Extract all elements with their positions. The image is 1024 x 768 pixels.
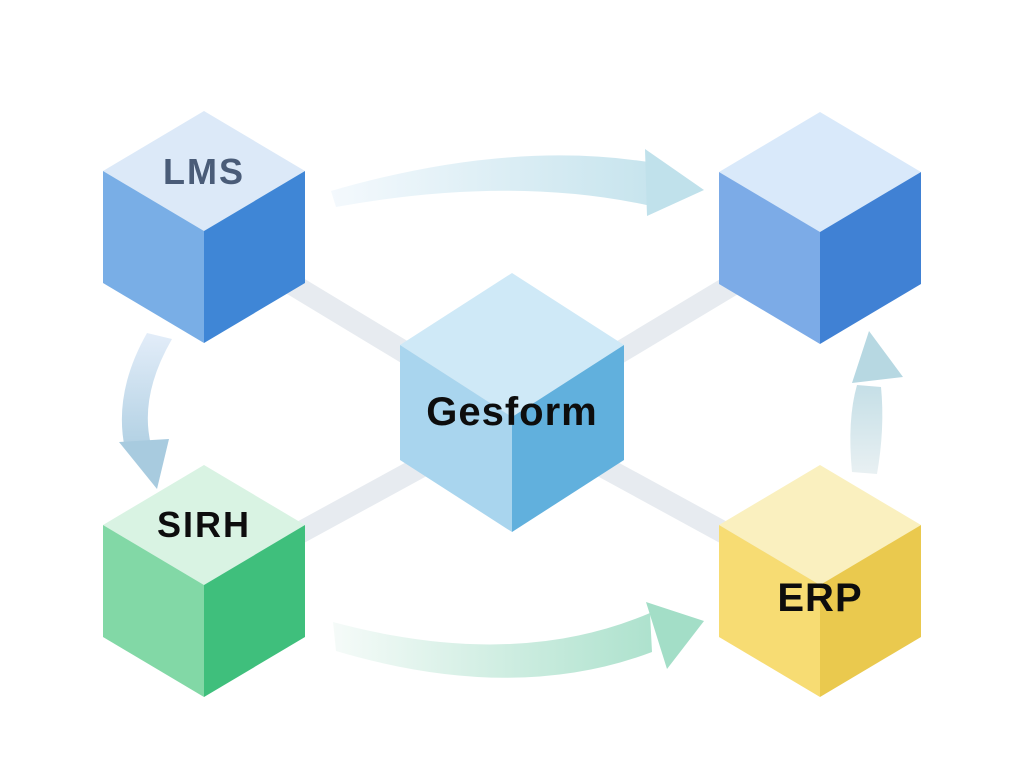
partner-cube-left-face xyxy=(719,172,820,344)
arrow-lms-to-sirh xyxy=(119,333,172,489)
sirh-cube-right-face xyxy=(204,525,305,697)
lms-cube-left-face xyxy=(103,171,204,343)
top-arrow-head-icon xyxy=(645,149,704,216)
gesform-cube-left-face xyxy=(400,345,512,532)
gesform-label: Gesform xyxy=(426,390,598,434)
right-arrow-head-icon xyxy=(852,331,903,383)
sirh-cube: SIRH xyxy=(103,465,305,697)
lms-cube-right-face xyxy=(204,171,305,343)
bottom-arrow-head-icon xyxy=(646,602,704,669)
lms-cube: LMS xyxy=(103,111,305,343)
gesform-cube-right-face xyxy=(512,345,624,532)
erp-label: ERP xyxy=(777,576,862,620)
erp-cube-left-face xyxy=(719,525,820,697)
left-arrow-head-icon xyxy=(119,439,169,489)
partner-cube-right-face xyxy=(820,172,921,344)
erp-cube-right-face xyxy=(820,525,921,697)
top-arrow-body xyxy=(331,155,654,207)
sirh-cube-left-face xyxy=(103,525,204,697)
arrow-sirh-to-erp xyxy=(333,602,704,678)
lms-label: LMS xyxy=(163,151,245,192)
bottom-arrow-body xyxy=(333,613,652,678)
arrow-erp-to-partner xyxy=(850,331,903,474)
left-arrow-body xyxy=(121,333,172,449)
erp-cube: ERP xyxy=(719,465,921,697)
right-arrow-body xyxy=(850,385,883,474)
arrow-lms-to-partner xyxy=(331,149,704,216)
gesform-hub-cube: Gesform xyxy=(400,273,624,532)
sirh-label: SIRH xyxy=(157,504,251,545)
partner-cube xyxy=(719,112,921,344)
